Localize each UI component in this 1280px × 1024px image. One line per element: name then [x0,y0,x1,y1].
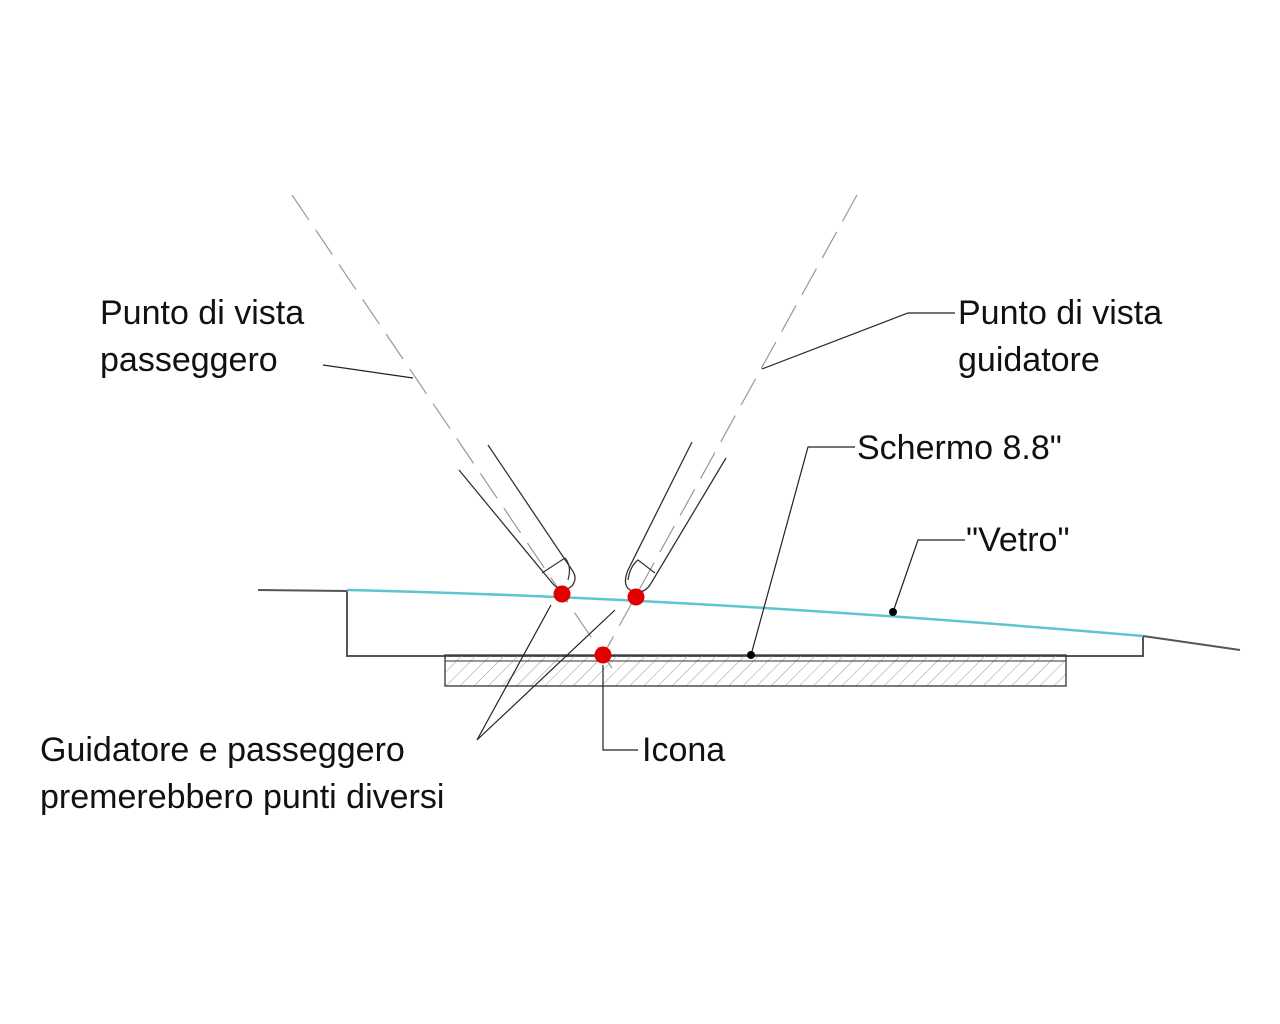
leader-icon [602,665,638,751]
leader-driver [761,312,955,370]
leader-glass [892,539,965,613]
passenger-finger [458,444,576,591]
screen-panel [444,654,1067,687]
label-icon: Icona [642,731,726,769]
driver-sight-line [595,194,858,669]
label-line: Punto di vista [100,294,305,332]
driver-touch-point [627,588,645,606]
screen-anchor-dot [747,651,755,659]
leader-screen [750,446,855,656]
label-different-points: Guidatore e passeggero premerebbero punt… [40,727,444,821]
icon-point [594,646,612,664]
label-screen: Schermo 8.8" [857,429,1062,467]
label-line: Punto di vista [958,294,1163,332]
dashboard-housing [257,589,1241,657]
driver-finger [624,441,727,593]
label-glass: "Vetro" [966,521,1070,559]
label-passenger-view: Punto di vista passeggero [100,290,304,384]
label-line: Guidatore e passeggero [40,731,405,769]
label-driver-view: Punto di vista guidatore [958,290,1162,384]
label-line: premerebbero punti diversi [40,778,445,816]
glass-surface [346,588,1144,638]
label-line: passeggero [100,341,278,379]
label-line: guidatore [958,341,1100,379]
glass-anchor-dot [889,608,897,616]
leader-different-points [476,604,616,741]
leader-passenger [322,364,414,379]
passenger-touch-point [553,585,571,603]
